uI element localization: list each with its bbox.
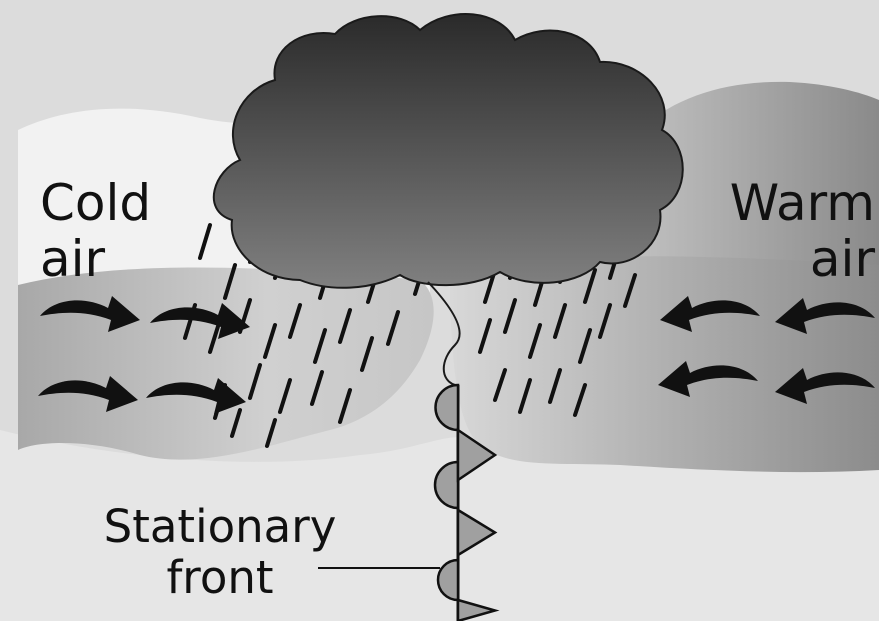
cold-air-label-line-2: air: [40, 234, 190, 284]
warm-air-label-line-2: air: [705, 234, 875, 284]
stationary-front-label: Stationary front: [70, 504, 370, 600]
warm-air-mass: [450, 256, 879, 472]
stationary-front-label-line-1: Stationary: [70, 504, 370, 549]
stationary-front-label-line-2: front: [70, 555, 370, 600]
cold-air-label: Cold air: [40, 178, 190, 284]
warm-air-label-line-1: Warm: [705, 178, 875, 228]
cold-air-label-line-1: Cold: [40, 178, 190, 228]
warm-air-label: Warm air: [705, 178, 875, 284]
